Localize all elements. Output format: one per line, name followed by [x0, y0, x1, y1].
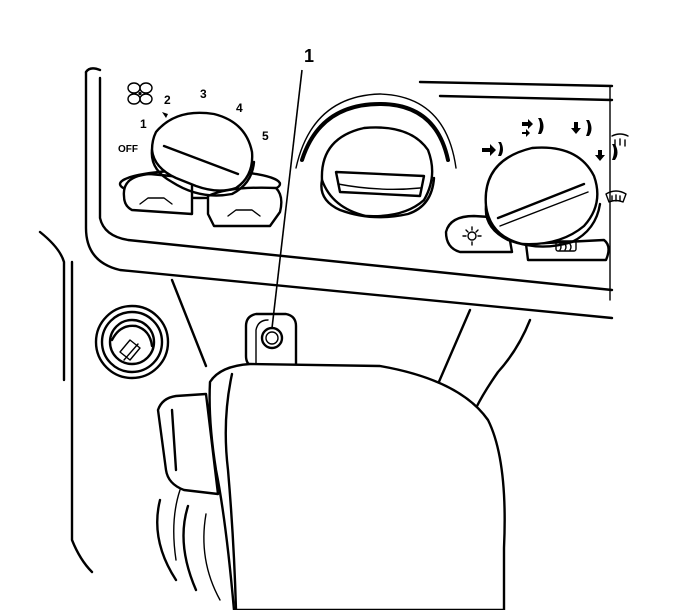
lower-console: [38, 230, 532, 574]
fan-speed-label-2: 2: [164, 93, 171, 107]
lighter-socket: [94, 304, 170, 380]
fan-speed-label-5: 5: [262, 129, 269, 143]
rear-defog-icon: [555, 240, 577, 252]
bi-level-mode-icon: [522, 118, 544, 137]
fan-speed-label-4: 4: [236, 101, 243, 115]
temperature-knob: [295, 93, 457, 219]
fan-speed-label-1: 1: [140, 117, 147, 131]
hvac-bezel: [84, 67, 614, 320]
callout-1: 1: [271, 46, 314, 329]
dimmer-light-icon: [462, 226, 482, 246]
floor-defrost-mode-icon: [595, 133, 629, 161]
fan-speed-label-3: 3: [200, 87, 207, 101]
mode-selector-knob: [444, 146, 610, 262]
panel-vent-mode-icon: [482, 142, 503, 156]
callout-number: 1: [304, 46, 314, 66]
fan-icon: [127, 82, 153, 105]
callout-leader-line: [271, 69, 303, 329]
fan-speed-knob: [118, 111, 283, 228]
fan-speed-label-off: OFF: [118, 144, 138, 155]
retaining-bolt: [260, 326, 284, 350]
fan-speed-scale: OFF 1 2 3 4 5: [118, 87, 269, 155]
floor-mode-icon: [571, 120, 592, 136]
steering-column-cover: [156, 362, 506, 612]
windshield-defrost-icon: [605, 190, 627, 203]
